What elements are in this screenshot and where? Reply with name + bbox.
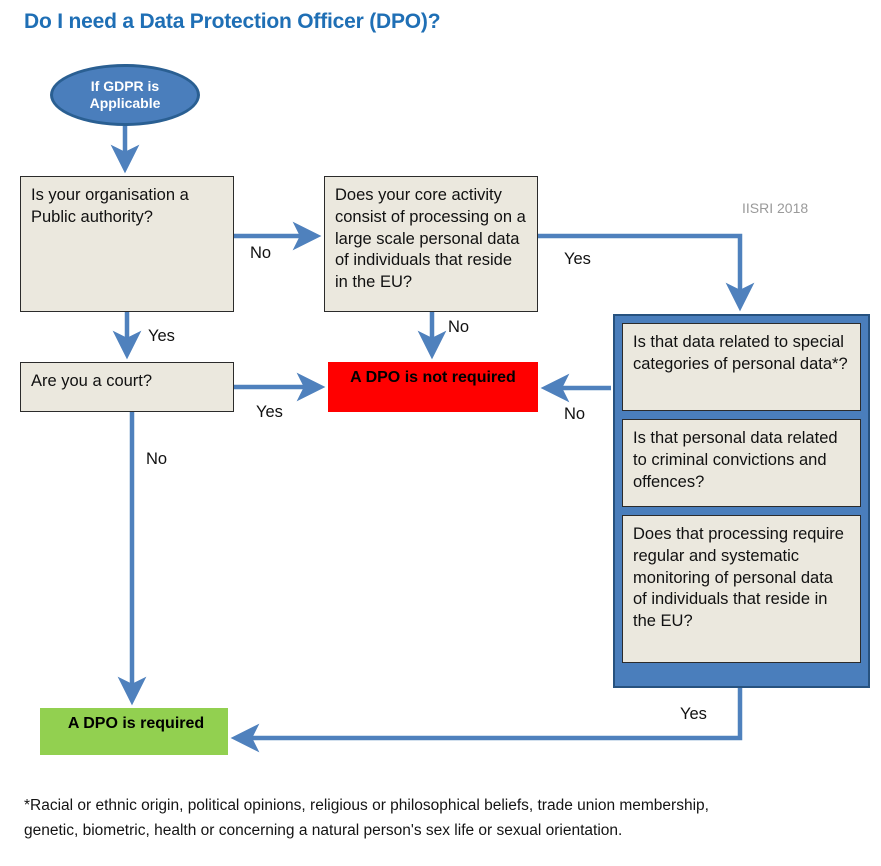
result-dpo-required[interactable]: A DPO is required xyxy=(40,708,228,755)
edge-label-court-no: No xyxy=(146,450,168,468)
footnote-line-2: genetic, biometric, health or concerning… xyxy=(24,821,623,839)
decision-are-you-a-court[interactable]: Are you a court? xyxy=(20,362,234,412)
start-node-line1: If GDPR is xyxy=(90,77,160,94)
edge-label-public-no: No xyxy=(250,244,272,262)
edge-label-core-no: No xyxy=(448,318,470,336)
start-node[interactable]: If GDPR is Applicable xyxy=(50,64,200,126)
credit-label: IISRI 2018 xyxy=(742,200,809,216)
footnote: *Racial or ethnic origin, political opin… xyxy=(24,794,824,844)
footnote-line-1: *Racial or ethnic origin, political opin… xyxy=(24,797,709,814)
decision-criminal-convictions[interactable]: Is that personal data related to crimina… xyxy=(622,419,861,507)
result-dpo-not-required[interactable]: A DPO is not required xyxy=(328,362,538,412)
decision-group-special-conditions: Is that data related to special categori… xyxy=(613,314,870,688)
edge-label-public-yes: Yes xyxy=(148,327,175,345)
edge-label-court-yes: Yes xyxy=(256,403,283,421)
edge-label-group-no: No xyxy=(564,405,586,423)
decision-public-authority[interactable]: Is your organisation a Public authority? xyxy=(20,176,234,312)
decision-core-activity[interactable]: Does your core activity consist of proce… xyxy=(324,176,538,312)
page-title: Do I need a Data Protection Officer (DPO… xyxy=(24,10,441,33)
decision-special-categories[interactable]: Is that data related to special categori… xyxy=(622,323,861,411)
edge-core-yes-to-group xyxy=(538,233,755,312)
start-node-line2: Applicable xyxy=(89,95,161,111)
edge-label-group-yes: Yes xyxy=(680,705,707,723)
edge-label-core-yes: Yes xyxy=(564,250,591,268)
decision-systematic-monitoring[interactable]: Does that processing require regular and… xyxy=(622,515,861,663)
edge-group-yes-to-required xyxy=(230,688,743,753)
